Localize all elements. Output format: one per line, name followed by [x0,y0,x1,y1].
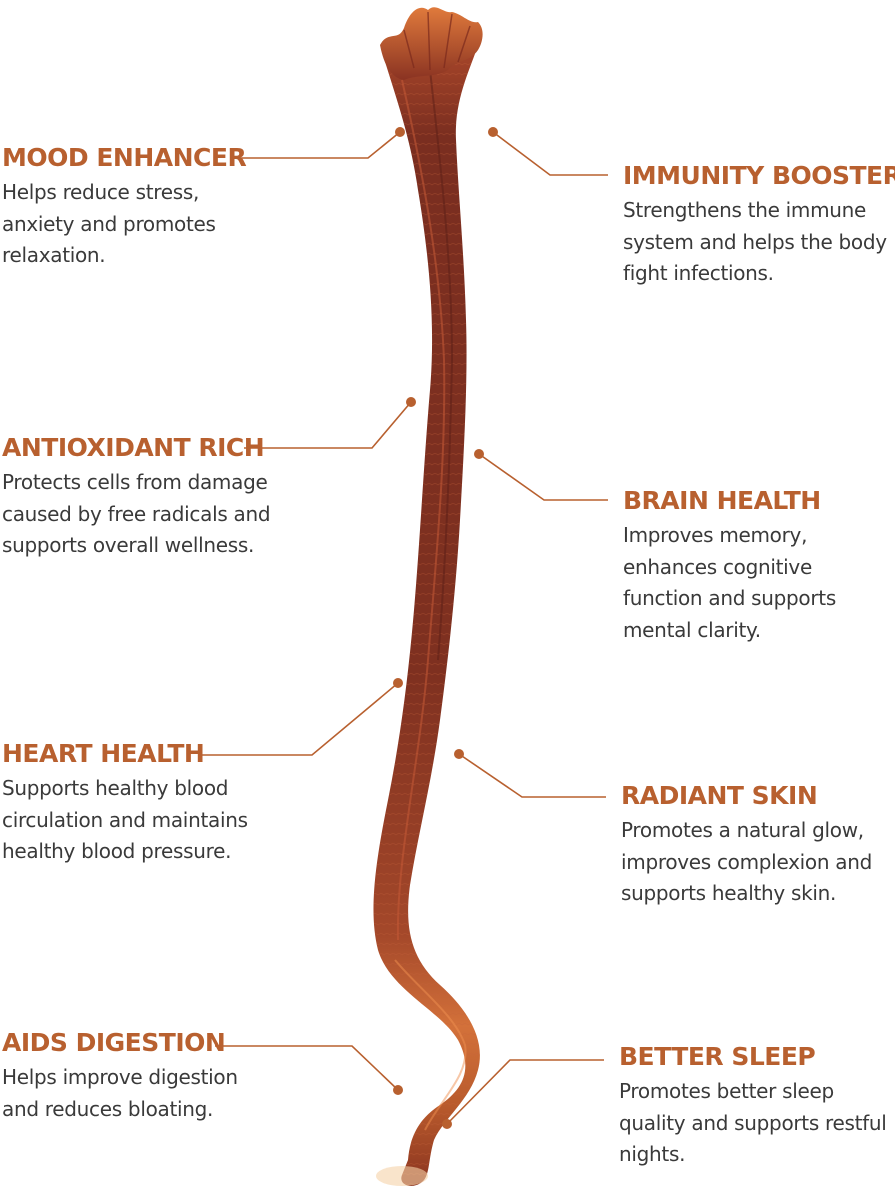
connector-skin [458,753,606,798]
benefit-mood-enhancer: MOOD ENHANCER Helps reduce stress, anxie… [2,143,262,272]
benefit-description: Supports healthy blood circulation and m… [2,776,248,863]
benefit-title: ANTIOXIDANT RICH [2,433,265,462]
dot-skin [454,749,464,759]
dot-antioxidant [406,397,416,407]
stem-top [380,7,483,80]
benefit-description: Helps improve digestion and reduces bloa… [2,1065,238,1121]
connector-immunity [492,131,608,176]
benefit-title: AIDS DIGESTION [2,1028,226,1057]
benefit-description: Promotes a natural glow, improves comple… [621,818,872,905]
connector-mood [240,131,401,159]
benefit-title: MOOD ENHANCER [2,143,247,172]
connector-digestion [215,1045,399,1091]
benefit-description: Helps reduce stress, anxiety and promote… [2,180,216,267]
benefit-immunity-booster: IMMUNITY BOOSTER Strengthens the immune … [623,161,895,290]
benefit-better-sleep: BETTER SLEEP Promotes better sleep quali… [619,1042,889,1171]
dot-digestion [393,1085,403,1095]
dot-immunity [488,127,498,137]
benefit-antioxidant-rich: ANTIOXIDANT RICH Protects cells from dam… [2,433,287,562]
benefit-brain-health: BRAIN HEALTH Improves memory, enhances c… [623,486,895,646]
benefit-title: IMMUNITY BOOSTER [623,161,895,190]
benefit-heart-health: HEART HEALTH Supports healthy blood circ… [2,739,262,868]
dot-brain [474,449,484,459]
benefit-title: BETTER SLEEP [619,1042,816,1071]
benefit-description: Protects cells from damage caused by fre… [2,470,271,557]
connector-antioxidant [244,401,412,449]
connector-sleep [446,1059,604,1125]
benefit-title: HEART HEALTH [2,739,205,768]
benefit-description: Strengthens the immune system and helps … [623,198,887,285]
benefit-title: BRAIN HEALTH [623,486,821,515]
benefit-description: Improves memory, enhances cognitive func… [623,523,836,642]
connectors [198,131,608,1125]
connector-heart [198,682,399,756]
dot-heart [393,678,403,688]
dot-mood [395,127,405,137]
benefit-description: Promotes better sleep quality and suppor… [619,1079,887,1166]
benefit-aids-digestion: AIDS DIGESTION Helps improve digestion a… [2,1028,262,1125]
dot-sleep [442,1119,452,1129]
benefit-radiant-skin: RADIANT SKIN Promotes a natural glow, im… [621,781,893,910]
benefit-title: RADIANT SKIN [621,781,818,810]
connector-brain [478,453,608,501]
